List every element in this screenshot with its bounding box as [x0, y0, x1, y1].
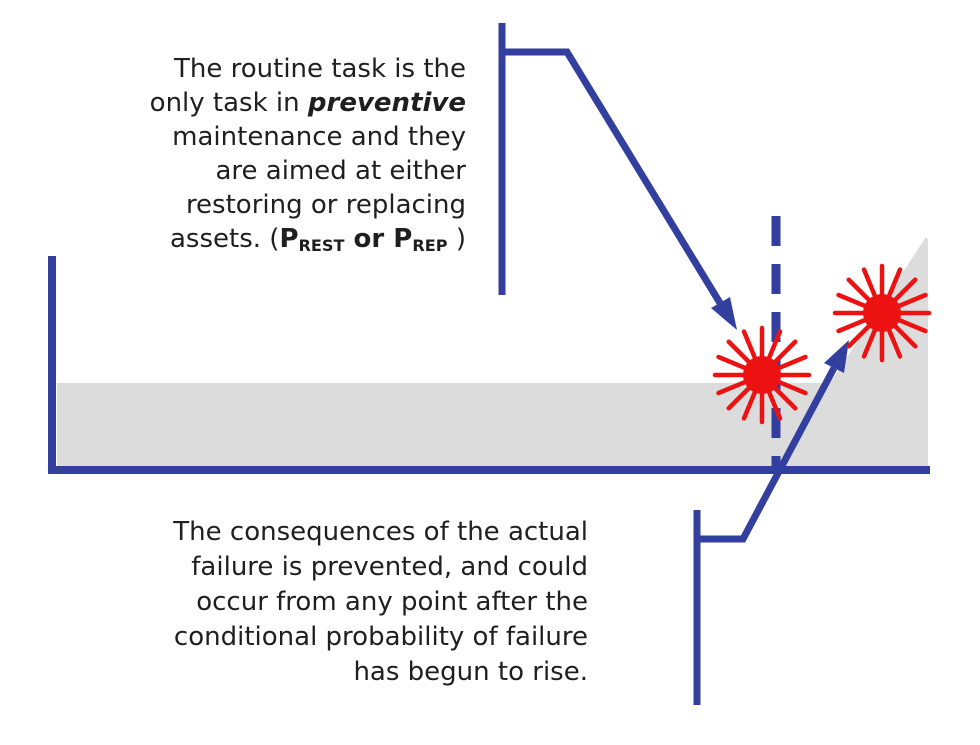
failure-starburst-icon — [832, 263, 932, 363]
top-callout-connector — [498, 23, 737, 330]
annotation-line: are aimed at either — [215, 156, 466, 186]
annotation-line: has begun to rise. — [353, 657, 588, 687]
annotation-line: occur from any point after the — [196, 587, 588, 617]
annotation-line: assets. (PREST or PREP ) — [150, 222, 466, 256]
annotation-line: only task in preventive — [150, 86, 466, 120]
bottom-callout-arrow-shaft — [697, 366, 838, 543]
y-axis — [48, 256, 56, 474]
p-rep-subscript: REP — [412, 236, 448, 256]
bottom-annotation: The consequences of the actual failure i… — [173, 515, 588, 690]
annotation-line: The routine task is the — [174, 54, 466, 84]
annotation-line: failure is prevented, and could — [191, 552, 588, 582]
top-callout-arrow-shaft — [502, 48, 723, 305]
chart-axes — [48, 256, 930, 474]
conjunction: or — [344, 224, 394, 254]
emphasized-term: preventive — [307, 88, 466, 118]
annotation-line: maintenance and they — [172, 122, 466, 152]
failure-probability-curve-area — [57, 237, 928, 466]
p-rest-term: PREST — [279, 224, 345, 256]
annotation-line: restoring or replacing — [185, 190, 466, 220]
failure-starburst-icon — [712, 325, 812, 425]
annotation-text: ) — [447, 224, 466, 254]
annotation-line: conditional probability of failure — [173, 622, 588, 652]
top-annotation: The routine task is the only task in pre… — [150, 52, 466, 256]
p-rep-term: PREP — [393, 224, 448, 256]
arrow-down-right-icon — [711, 297, 737, 330]
p-rest-subscript: REST — [298, 236, 345, 256]
bottom-callout-connector — [693, 340, 849, 705]
arrow-up-right-icon — [824, 340, 849, 373]
annotation-text: only task in — [149, 88, 308, 118]
annotation-text: assets. ( — [170, 224, 280, 254]
starburst-core — [743, 356, 781, 394]
annotation-line: The consequences of the actual — [173, 517, 588, 547]
x-axis — [48, 466, 930, 474]
starburst-core — [863, 294, 901, 332]
